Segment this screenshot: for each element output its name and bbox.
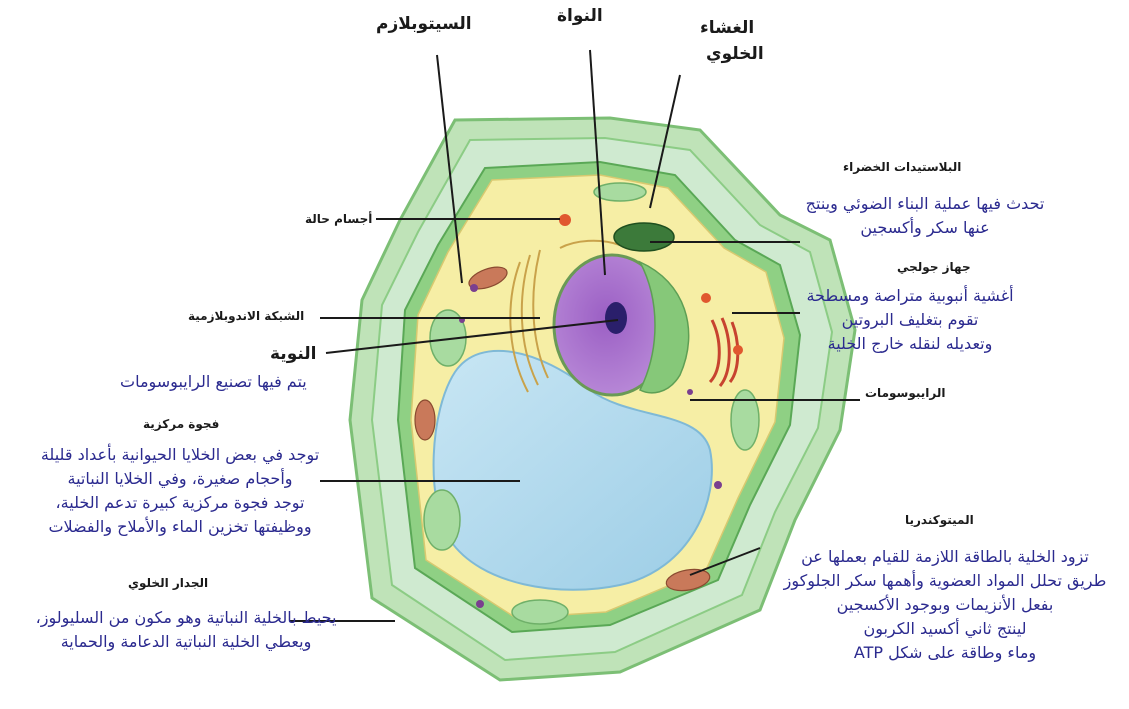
cytoplasm-label: السيتوبلازم (376, 14, 472, 34)
nucleus-label: النواة (557, 6, 603, 26)
nucleolus (605, 302, 627, 334)
cell-wall-description: يحيط بالخلية النباتية وهو مكون من السليو… (0, 606, 372, 654)
nucleolus-label: النوية (270, 344, 317, 364)
vacuole-label: فجوة مركزية (143, 417, 219, 431)
mitochondria-description: تزود الخلية بالطاقة اللازمة للقيام بعمله… (760, 545, 1129, 665)
er-label: الشبكة الاندوبلازمية (188, 309, 304, 323)
lysosomes-label: أجسام حالة (305, 212, 372, 226)
golgi-label: جهاز جولجي (897, 260, 971, 274)
cell-membrane-label-2: الخلوي (706, 44, 764, 64)
cell-membrane-label-1: الغشاء (700, 18, 754, 38)
golgi-description: أغشية أنبوبية متراصة ومسطحة تقوم بتغليف … (775, 284, 1045, 356)
mitochondria-label: الميتوكندريا (905, 513, 974, 527)
nucleolus-description: يتم فيها تصنيع الرايبوسومات (120, 372, 307, 391)
ribosomes-label: الرايبوسومات (865, 386, 945, 400)
cell-wall-label: الجدار الخلوي (128, 576, 208, 590)
vacuole-description: توجد في بعض الخلايا الحيوانية بأعداد قلي… (0, 443, 360, 539)
chloroplasts-description: تحدث فيها عملية البناء الضوئي وينتج عنها… (775, 192, 1075, 240)
chloroplasts-label: البلاستيدات الخضراء (843, 160, 961, 174)
